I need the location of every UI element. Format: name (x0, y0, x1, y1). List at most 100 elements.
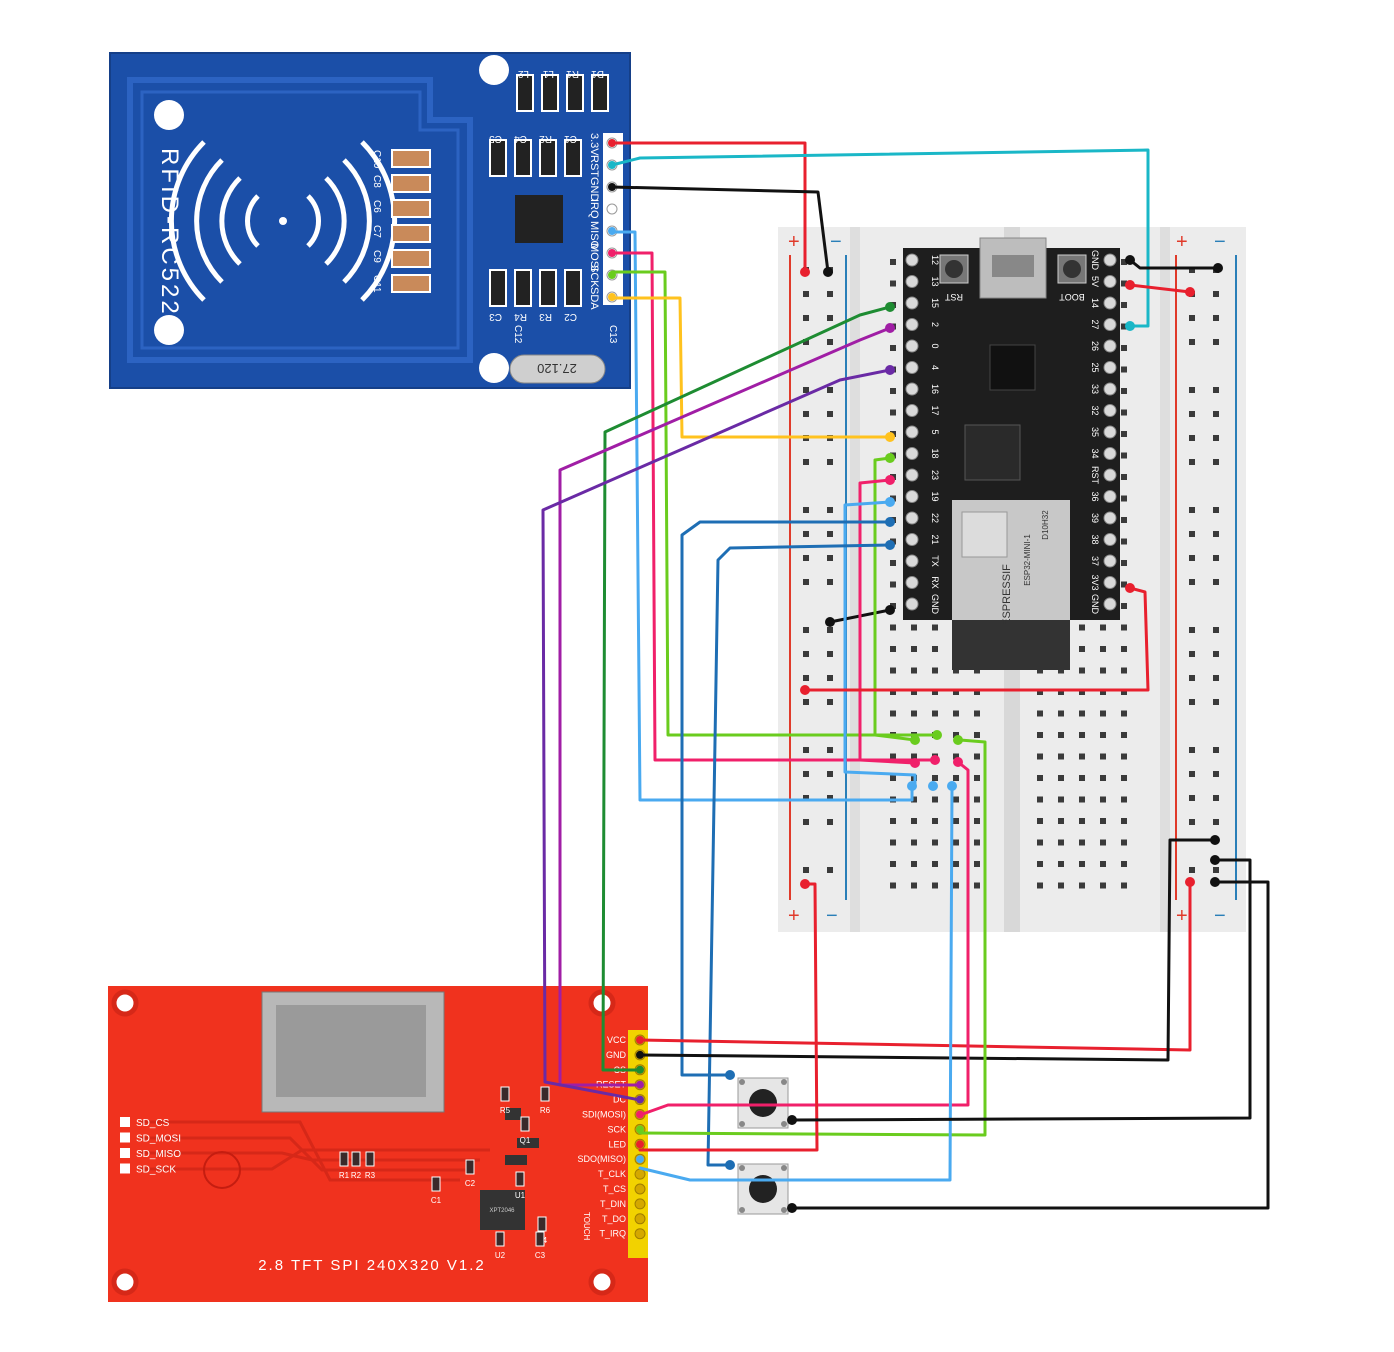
wire-endpoint-dot (825, 617, 835, 627)
rail-hole (1213, 651, 1219, 657)
esp32-module-code: D10H32 (1041, 510, 1050, 540)
breadboard-hole (1037, 689, 1043, 695)
sd-pin-label: SD_CS (136, 1118, 170, 1129)
esp32-pin-5[interactable] (905, 425, 919, 439)
esp32-pin-gnd[interactable] (1103, 253, 1117, 267)
esp32-pin-26[interactable] (1103, 339, 1117, 353)
voltage-regulator (964, 424, 1021, 481)
rail-hole (1213, 435, 1219, 441)
wire-tft-sck (638, 738, 987, 1137)
breadboard-hole (1058, 818, 1064, 824)
esp32-pin-35[interactable] (1103, 425, 1117, 439)
button-leg (739, 1165, 745, 1171)
rail-hole (1189, 507, 1195, 513)
breadboard-hole (1100, 796, 1106, 803)
wire-endpoint-dot (787, 1203, 797, 1213)
rail-hole (1189, 867, 1195, 873)
esp32-pin-21[interactable] (905, 533, 919, 546)
esp32-pin-4[interactable] (905, 361, 919, 374)
wire-rfid-sck (610, 270, 939, 737)
esp32-pin-37[interactable] (1103, 554, 1117, 568)
breadboard-hole (1058, 753, 1064, 760)
tft-pin-t_din[interactable] (634, 1198, 646, 1210)
esp32-pin-12[interactable] (905, 253, 919, 267)
wire-button2-gnd (790, 880, 1270, 1210)
esp32-pin-gnd[interactable] (905, 597, 919, 611)
esp32-pin-14[interactable] (1103, 296, 1117, 310)
esp32-pin-0[interactable] (905, 339, 919, 353)
breadboard-hole (974, 796, 980, 803)
rail-minus-top-right: − (1214, 231, 1226, 253)
esp32-pin-label: GND (1090, 594, 1100, 615)
tft-logo (203, 1151, 241, 1189)
esp32-pin-38[interactable] (1103, 533, 1117, 546)
breadboard-hole (1079, 839, 1085, 846)
esp32-pin-15[interactable] (905, 296, 919, 310)
esp32-pin-tx[interactable] (905, 554, 919, 568)
wire-endpoint-dot (800, 879, 810, 889)
rail-hole (1189, 339, 1195, 345)
rail-hole (1189, 747, 1195, 753)
esp32-pin-rx[interactable] (905, 576, 919, 589)
breadboard-hole (911, 646, 917, 652)
rail-hole (1189, 531, 1195, 537)
esp32-pin-2[interactable] (905, 318, 919, 331)
esp32-pin-18[interactable] (905, 447, 919, 460)
esp32-pin-gnd[interactable] (1103, 597, 1117, 611)
rfid-smd-label: L1 (542, 68, 554, 79)
esp32-pin-33[interactable] (1103, 382, 1117, 396)
boot-button-cap (1063, 260, 1081, 278)
esp32-pin-27[interactable] (1103, 318, 1117, 331)
wire-endpoint-dot (725, 1160, 735, 1170)
breadboard-hole (890, 861, 896, 867)
tft-pin-label: DC (613, 1095, 626, 1105)
breadboard-hole (1100, 839, 1106, 846)
esp32-pin-39[interactable] (1103, 511, 1117, 525)
breadboard-hole (932, 861, 938, 867)
tft-smd-label: C1 (431, 1196, 442, 1205)
tft-pin-t_cs[interactable] (634, 1183, 646, 1195)
esp32-pin-25[interactable] (1103, 361, 1117, 374)
wire-endpoint-dot (885, 517, 895, 527)
tft-smd-part (535, 1231, 545, 1247)
esp32-pin-3v3[interactable] (1103, 576, 1117, 589)
breadboard-hole (911, 882, 917, 889)
tft-pin-t_irq[interactable] (634, 1228, 646, 1240)
rfid-pin-irq[interactable] (606, 203, 618, 215)
esp32-pin-17[interactable] (905, 404, 919, 417)
esp32-pin-32[interactable] (1103, 404, 1117, 417)
rfid-smd-label: C2 (564, 311, 577, 322)
wire-endpoint-dot (885, 540, 895, 550)
breadboard-hole (890, 689, 896, 695)
esp32-pin-19[interactable] (905, 490, 919, 503)
tft-pin-t_clk[interactable] (634, 1168, 646, 1180)
sd-trace (140, 1136, 470, 1172)
esp32-pin-16[interactable] (905, 382, 919, 396)
esp32-pin-36[interactable] (1103, 490, 1117, 503)
sd-pad (120, 1148, 130, 1158)
rail-hole (803, 579, 809, 585)
rail-hole (1189, 651, 1195, 657)
esp32-pin-22[interactable] (905, 511, 919, 525)
rail-hole (803, 771, 809, 777)
breadboard-hole (1121, 474, 1127, 480)
wire-rfid-sda (610, 296, 892, 439)
rfid-cap-label: C10 (371, 150, 382, 169)
esp32-pin-34[interactable] (1103, 447, 1117, 460)
esp32-pin-23[interactable] (905, 468, 919, 482)
rail-hole (1189, 387, 1195, 393)
wire-esp-22 (680, 520, 892, 1077)
breadboard-hole (974, 710, 980, 717)
esp32-pin-5v[interactable] (1103, 275, 1117, 288)
rail-hole (803, 387, 809, 393)
rail-hole (1213, 411, 1219, 417)
wire-tft-gnd (638, 838, 1217, 1062)
esp32-pin-13[interactable] (905, 275, 919, 288)
esp32-pin-rst[interactable] (1103, 468, 1117, 482)
push-button-1[interactable] (737, 1077, 789, 1129)
tft-smd-label: R2 (351, 1171, 362, 1180)
rfid-cap-label: C8 (371, 175, 382, 188)
push-button-2[interactable] (737, 1163, 789, 1215)
tft-pin-t_do[interactable] (634, 1213, 646, 1225)
